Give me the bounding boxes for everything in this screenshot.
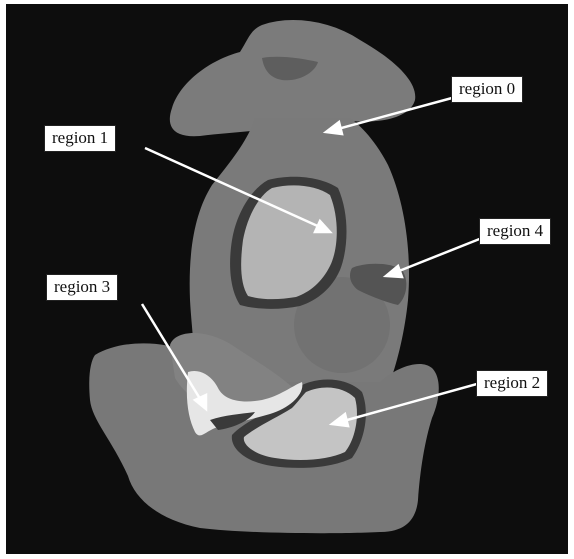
label-region-2: region 2 bbox=[476, 370, 548, 397]
label-region-0: region 0 bbox=[451, 76, 523, 103]
label-region-4: region 4 bbox=[479, 218, 551, 245]
label-region-3: region 3 bbox=[46, 274, 118, 301]
label-region-1: region 1 bbox=[44, 125, 116, 152]
